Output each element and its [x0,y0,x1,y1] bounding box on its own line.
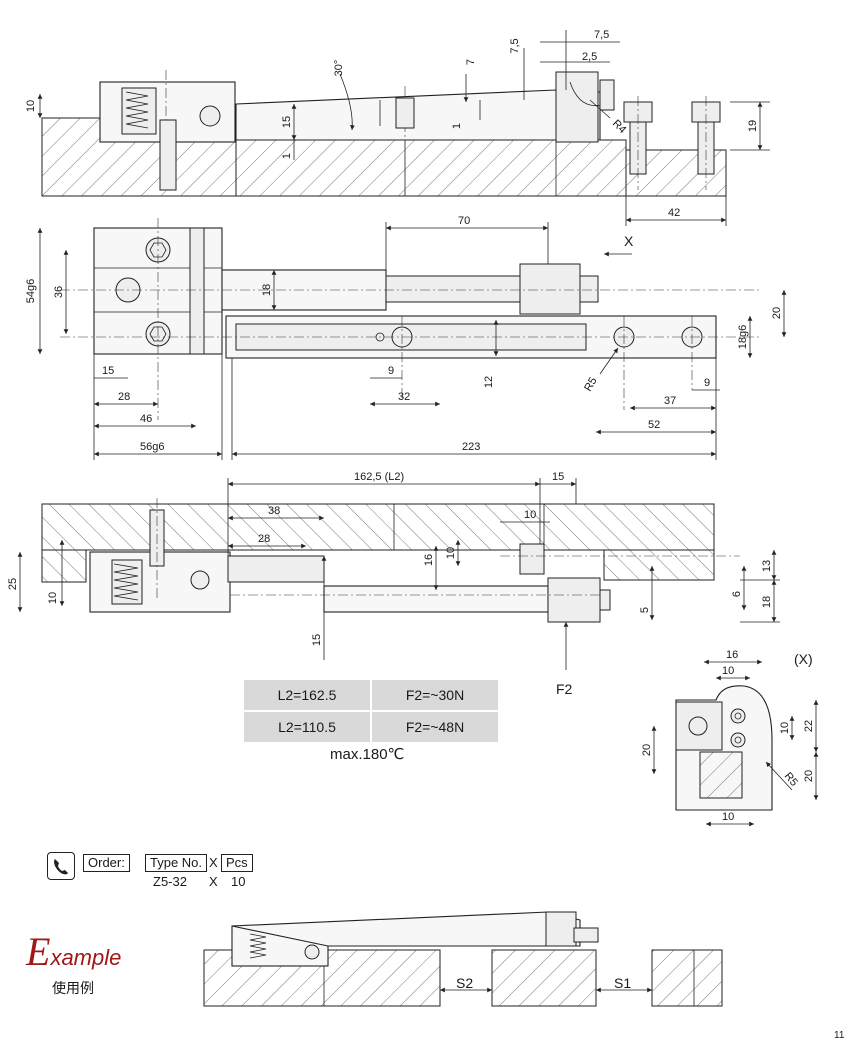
pcs-label: Pcs [221,854,253,872]
type-value: Z5-32 [153,874,187,889]
dim-22: 22 [803,720,815,732]
times-symbol: X [209,855,218,870]
dim-10-top: 10 [722,665,734,677]
dim-r5: R5 [582,375,599,393]
dim-36: 36 [53,286,65,298]
dim-20-left: 20 [641,744,653,756]
example-illustration: S2 S1 [203,911,723,1007]
length-cell: L2=110.5 [242,710,372,744]
force-cell: F2=~48N [370,710,500,744]
dim-7-5-horiz: 7,5 [594,29,609,41]
dim-19: 19 [747,120,759,132]
dim-18: 18 [761,596,773,608]
dim-20-right: 20 [803,770,815,782]
phone-icon [47,852,75,880]
dim-16: 16 [726,649,738,661]
dim-28: 28 [118,391,130,403]
plan-view: 70 X 54g6 36 18 20 18g6 15 9 12 R5 9 28 … [25,215,787,460]
gap-s1-label: S1 [614,975,631,991]
dim-1-left: 1 [281,153,293,159]
dim-15: 15 [281,116,293,128]
pcs-value: 10 [231,874,246,889]
dim-9-right: 9 [704,377,710,389]
dim-70: 70 [458,215,470,227]
dim-5: 5 [639,607,651,613]
detail-x-view: (X) 16 10 10 22 20 R5 20 10 [641,649,819,827]
dim-46: 46 [140,413,152,425]
dim-15-bottom: 15 [311,634,323,646]
dim-16: 16 [423,554,435,566]
dim-54g6: 54g6 [25,279,37,303]
dim-10: 10 [25,100,37,112]
dim-l2: 162,5 (L2) [354,471,404,483]
dim-10-left: 10 [47,592,59,604]
dim-37: 37 [664,395,676,407]
dim-9-left: 9 [388,365,394,377]
dim-56g6: 56g6 [140,441,164,453]
section-view: 162,5 (L2) 15 38 10 28 16 10 25 10 13 6 … [7,471,780,697]
order-label: Order: [83,854,130,872]
dim-52: 52 [648,419,660,431]
example-heading: Example 使用例 [26,928,122,996]
detail-title: (X) [794,651,813,667]
table-row: L2=110.5 F2=~48N [242,710,500,744]
times-symbol: X [209,874,218,889]
dim-1-right: 1 [451,123,463,129]
length-cell: L2=162.5 [242,678,372,712]
dim-10-mid: 10 [445,547,457,559]
dim-38: 38 [268,505,280,517]
dim-18: 18 [261,284,273,296]
dim-10-bottom: 10 [722,811,734,823]
max-temperature: max.180℃ [330,746,405,763]
dim-15: 15 [102,365,114,377]
force-cell: F2=~30N [370,678,500,712]
dim-7-5-vert: 7,5 [509,38,521,53]
dim-10-top: 10 [524,509,536,521]
dim-r5: R5 [782,770,800,788]
gap-s2-label: S2 [456,975,473,991]
dim-6: 6 [731,591,743,597]
example-rest: xample [50,945,122,970]
dim-28: 28 [258,533,270,545]
dim-32: 32 [398,391,410,403]
dim-20: 20 [771,307,783,319]
dim-13: 13 [761,560,773,572]
dim-223: 223 [462,441,480,453]
example-initial: E [26,929,51,974]
page-number: 11 [834,1030,845,1041]
dim-10-right: 10 [779,722,791,734]
force-f2-label: F2 [556,681,573,697]
dim-7: 7 [465,59,477,65]
dim-2-5: 2,5 [582,51,597,63]
top-elevation-view: 10 15 1 30° 7 1 7,5 7,5 2,5 R4 19 42 [25,29,770,226]
example-chinese: 使用例 [52,980,94,996]
dim-25: 25 [7,578,19,590]
dim-15-top: 15 [552,471,564,483]
spec-table: L2=162.5 F2=~30N L2=110.5 F2=~48N [242,678,500,744]
type-no-label: Type No. [145,854,208,872]
dim-18g6: 18g6 [737,325,749,349]
dim-30-deg: 30° [333,60,345,77]
dim-12: 12 [483,376,495,388]
view-x-label: X [624,233,634,249]
dim-42: 42 [668,207,680,219]
table-row: L2=162.5 F2=~30N [242,678,500,712]
